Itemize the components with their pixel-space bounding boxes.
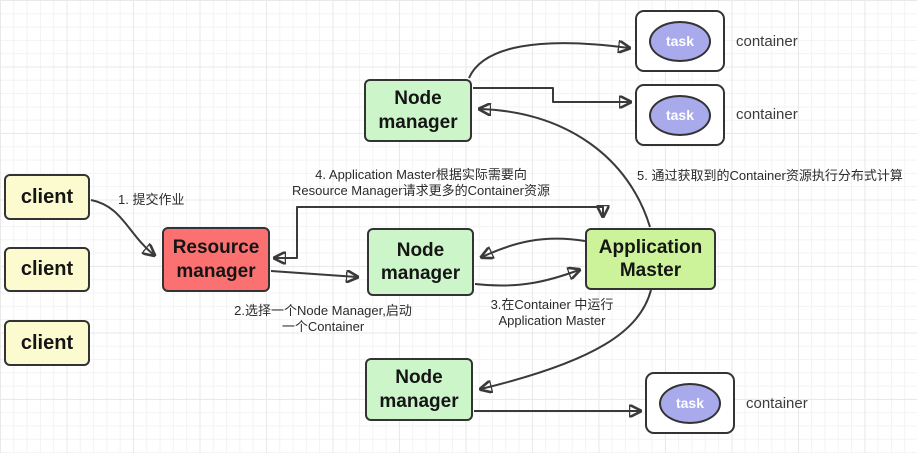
task-ellipse-3[interactable]: task [659,382,721,424]
annotation-step4: 4. Application Master根据实际需要向 Resource Ma… [292,167,550,198]
task-ellipse-2[interactable]: task [649,94,711,136]
arrow-nm-top-to-container1 [468,43,629,79]
node-manager-label: Node manager [378,88,458,133]
container-label-1: container [736,33,798,50]
client-node-1[interactable]: client [4,174,90,220]
application-master-label: Application Master [598,236,703,281]
client-node-3[interactable]: client [4,320,90,366]
annotation-step5: 5. 通过获取到的Container资源执行分布式计算 [637,168,903,183]
node-manager-label: Node manager [379,367,459,412]
node-manager-bottom[interactable]: Node manager [365,358,473,421]
container-box-2[interactable]: task [635,84,725,146]
task-label: task [665,33,695,49]
container-box-1[interactable]: task [635,10,725,72]
task-label: task [675,395,705,411]
arrow-am-to-nm-bottom [481,289,652,389]
application-master-node[interactable]: Application Master [585,228,716,290]
resource-manager-label: Resource manager [172,237,260,282]
client-label: client [20,185,74,208]
arrow-am-rm-elbow [275,207,603,258]
annotation-step3: 3.在Container 中运行 Application Master [490,297,614,328]
arrow-nm-middle-to-am [474,270,579,287]
node-manager-top[interactable]: Node manager [364,79,472,142]
node-manager-middle[interactable]: Node manager [367,228,474,296]
task-ellipse-1[interactable]: task [649,20,711,62]
container-label-3: container [746,395,808,412]
arrow-client-to-rm [90,199,154,255]
client-label: client [20,331,74,354]
task-label: task [665,107,695,123]
arrow-am-to-nm-middle [482,237,586,257]
annotation-step2: 2.选择一个Node Manager,启动 一个Container [234,303,412,334]
arrow-nm-top-to-container2 [473,87,630,102]
annotation-step1: 1. 提交作业 [118,192,185,207]
container-label-2: container [736,106,798,123]
resource-manager-node[interactable]: Resource manager [162,227,270,292]
node-manager-label: Node manager [380,239,461,284]
client-node-2[interactable]: client [4,247,90,292]
client-label: client [20,258,74,281]
container-box-3[interactable]: task [645,372,735,434]
arrow-am-to-nm-top [480,109,651,228]
arrow-rm-to-nm-middle [270,271,357,277]
